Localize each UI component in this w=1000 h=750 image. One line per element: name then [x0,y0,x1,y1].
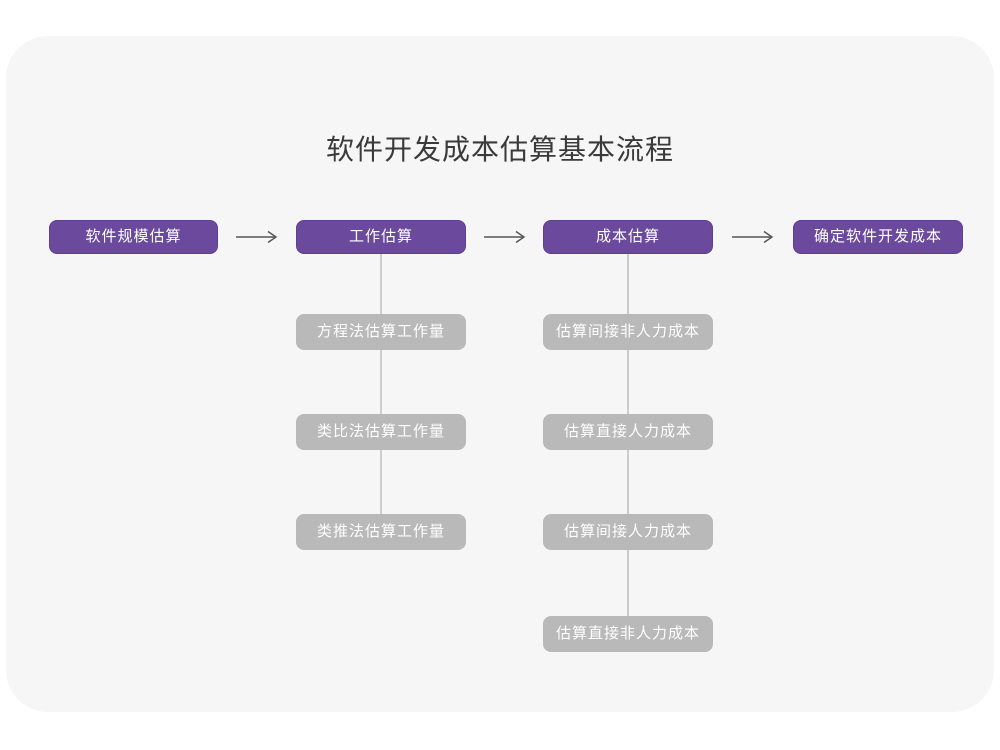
node-direct-labor-cost: 估算直接人力成本 [543,414,713,450]
node-equation-method-effort: 方程法估算工作量 [296,314,466,350]
right-arrow-icon [236,230,278,244]
right-arrow-icon [484,230,526,244]
node-indirect-nonlabor-cost: 估算间接非人力成本 [543,314,713,350]
node-work-estimation: 工作估算 [296,220,466,254]
diagram-title: 软件开发成本估算基本流程 [325,134,674,165]
right-arrow-icon [732,230,774,244]
node-software-scale-estimation: 软件规模估算 [49,220,218,254]
node-direct-nonlabor-cost: 估算直接非人力成本 [543,616,713,652]
connector-work-vertical [380,254,382,532]
node-indirect-labor-cost: 估算间接人力成本 [543,514,713,550]
node-cost-estimation: 成本估算 [543,220,713,254]
diagram-canvas: 软件开发成本估算基本流程 软件规模估算 工作估算 成本估算 确定软件开发成本 方… [6,36,994,712]
node-extrapolation-method-effort: 类推法估算工作量 [296,514,466,550]
node-analogy-method-effort: 类比法估算工作量 [296,414,466,450]
node-determine-development-cost: 确定软件开发成本 [793,220,963,254]
